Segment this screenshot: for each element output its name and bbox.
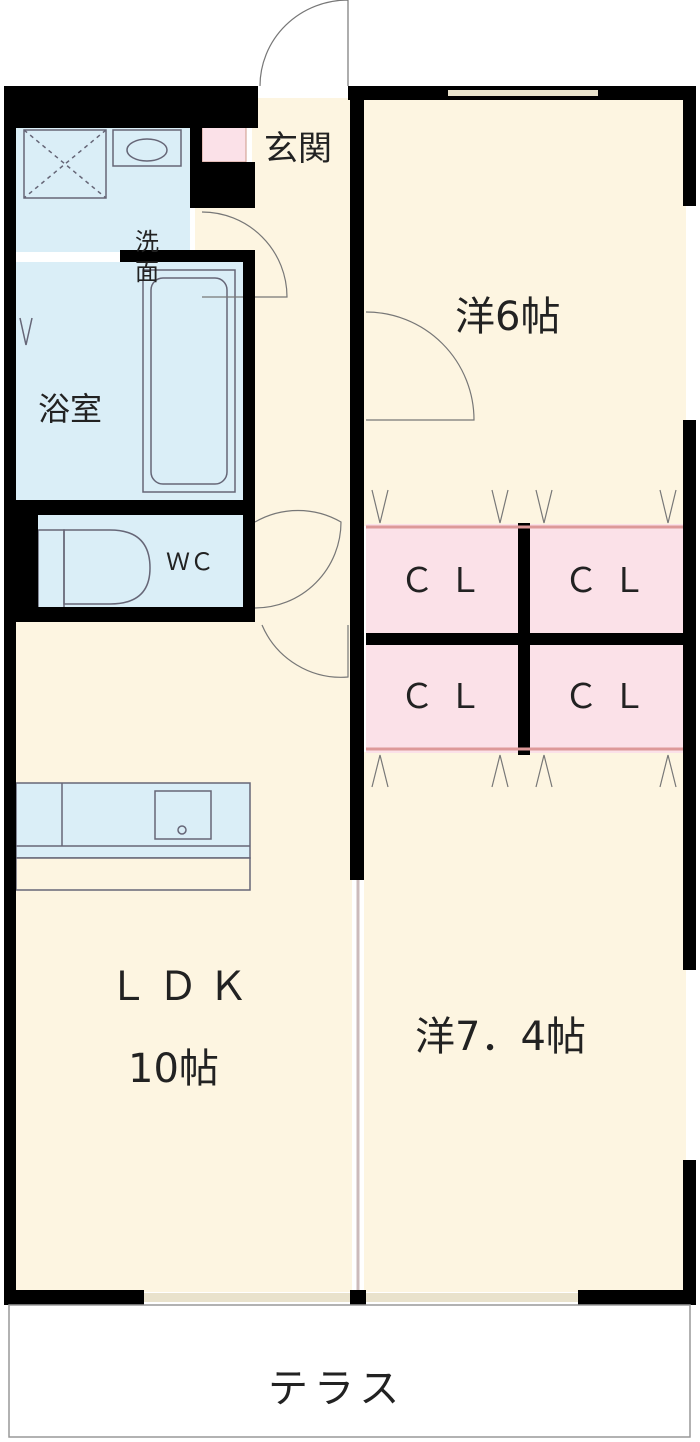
label-toilet: ＷＣ — [166, 548, 214, 576]
label-western-6: 洋6帖 — [455, 294, 560, 340]
room-ldk-floor — [14, 622, 352, 1292]
label-ldk: ＬＤＫ — [108, 964, 258, 1010]
label-bathroom: 浴室 — [38, 390, 102, 428]
label-western-74: 洋7．4帖 — [415, 1014, 586, 1060]
label-closet-3: ＣＬ — [400, 677, 496, 717]
label-ldk-size: 10帖 — [128, 1046, 219, 1092]
label-closet-4: ＣＬ — [564, 677, 660, 717]
doors — [201, 0, 475, 1290]
room-western-6-floor — [364, 98, 686, 526]
bathroom-floor — [16, 262, 244, 500]
label-washroom-2: 面 — [135, 258, 159, 286]
closets — [366, 489, 683, 788]
label-terrace: テラス — [268, 1366, 405, 1412]
entrance-floor — [252, 98, 352, 202]
walls — [4, 86, 696, 1305]
label-closet-2: ＣＬ — [564, 561, 660, 601]
room-western-74-floor — [364, 752, 686, 1292]
label-entrance: 玄関 — [264, 129, 332, 169]
label-washroom-1: 洗 — [135, 228, 159, 256]
fixtures — [15, 129, 251, 891]
washroom-floor — [16, 128, 190, 252]
label-closet-1: ＣＬ — [400, 561, 496, 601]
terrace — [8, 1304, 691, 1438]
